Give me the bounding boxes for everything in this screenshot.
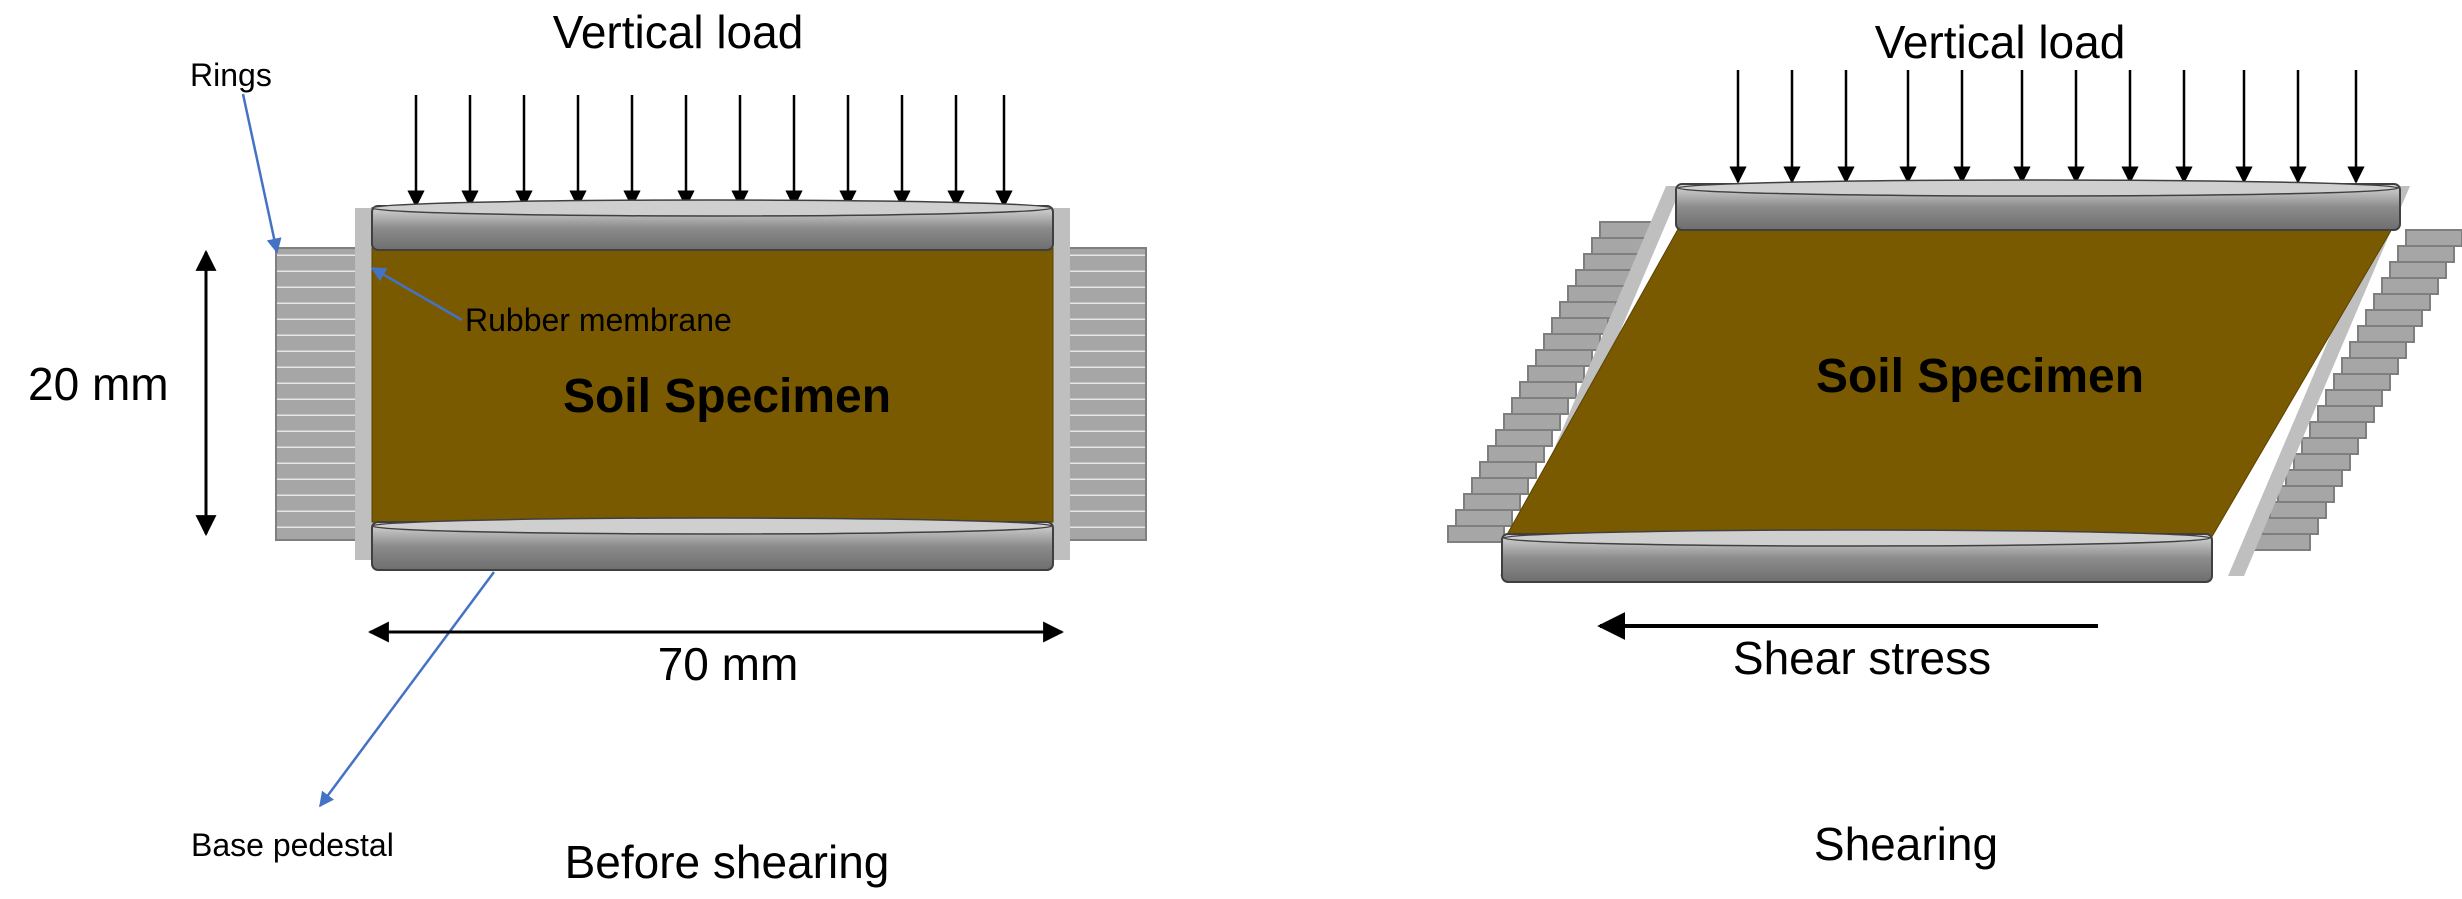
rings-stack-right — [1067, 247, 1147, 541]
pedestal-pointer-arrow — [318, 571, 496, 808]
rings-stack-left-sheared — [1447, 221, 1657, 543]
rings-stack-left — [275, 247, 357, 541]
specimen-label-left: Soil Specimen — [563, 370, 891, 423]
soil-specimen-left — [371, 247, 1054, 523]
height-label: 20 mm — [28, 358, 169, 410]
base-pedestal-right — [1501, 529, 2213, 583]
specimen-label-right: Soil Specimen — [1816, 350, 2144, 403]
base-pedestal-left — [371, 517, 1054, 571]
caption-before-shearing: Before shearing — [565, 836, 890, 888]
top-cap-right — [1675, 179, 2401, 231]
shear-stress-label: Shear stress — [1733, 632, 1991, 684]
membrane-wall-right — [1052, 208, 1070, 560]
membrane-pointer-arrow — [370, 266, 463, 322]
membrane-wall-left — [355, 208, 373, 560]
membrane-label: Rubber membrane — [465, 302, 732, 338]
vertical-load-label-left: Vertical load — [553, 6, 804, 58]
rings-pointer-arrow — [241, 93, 282, 254]
caption-shearing: Shearing — [1814, 818, 1998, 870]
rings-stack-right-sheared — [2253, 229, 2462, 551]
rings-label: Rings — [190, 57, 272, 93]
membrane-wall-right-sheared — [2228, 186, 2410, 576]
vertical-load-arrows-right — [1729, 70, 2365, 184]
vertical-load-label-right: Vertical load — [1875, 16, 2126, 68]
vertical-load-arrows-left — [407, 95, 1013, 208]
before-shearing-panel: Vertical load — [28, 6, 1147, 888]
shearing-panel: Vertical load — [1447, 16, 2462, 870]
top-cap-left — [371, 199, 1054, 251]
width-label: 70 mm — [658, 638, 799, 690]
pedestal-label: Base pedestal — [191, 827, 394, 863]
